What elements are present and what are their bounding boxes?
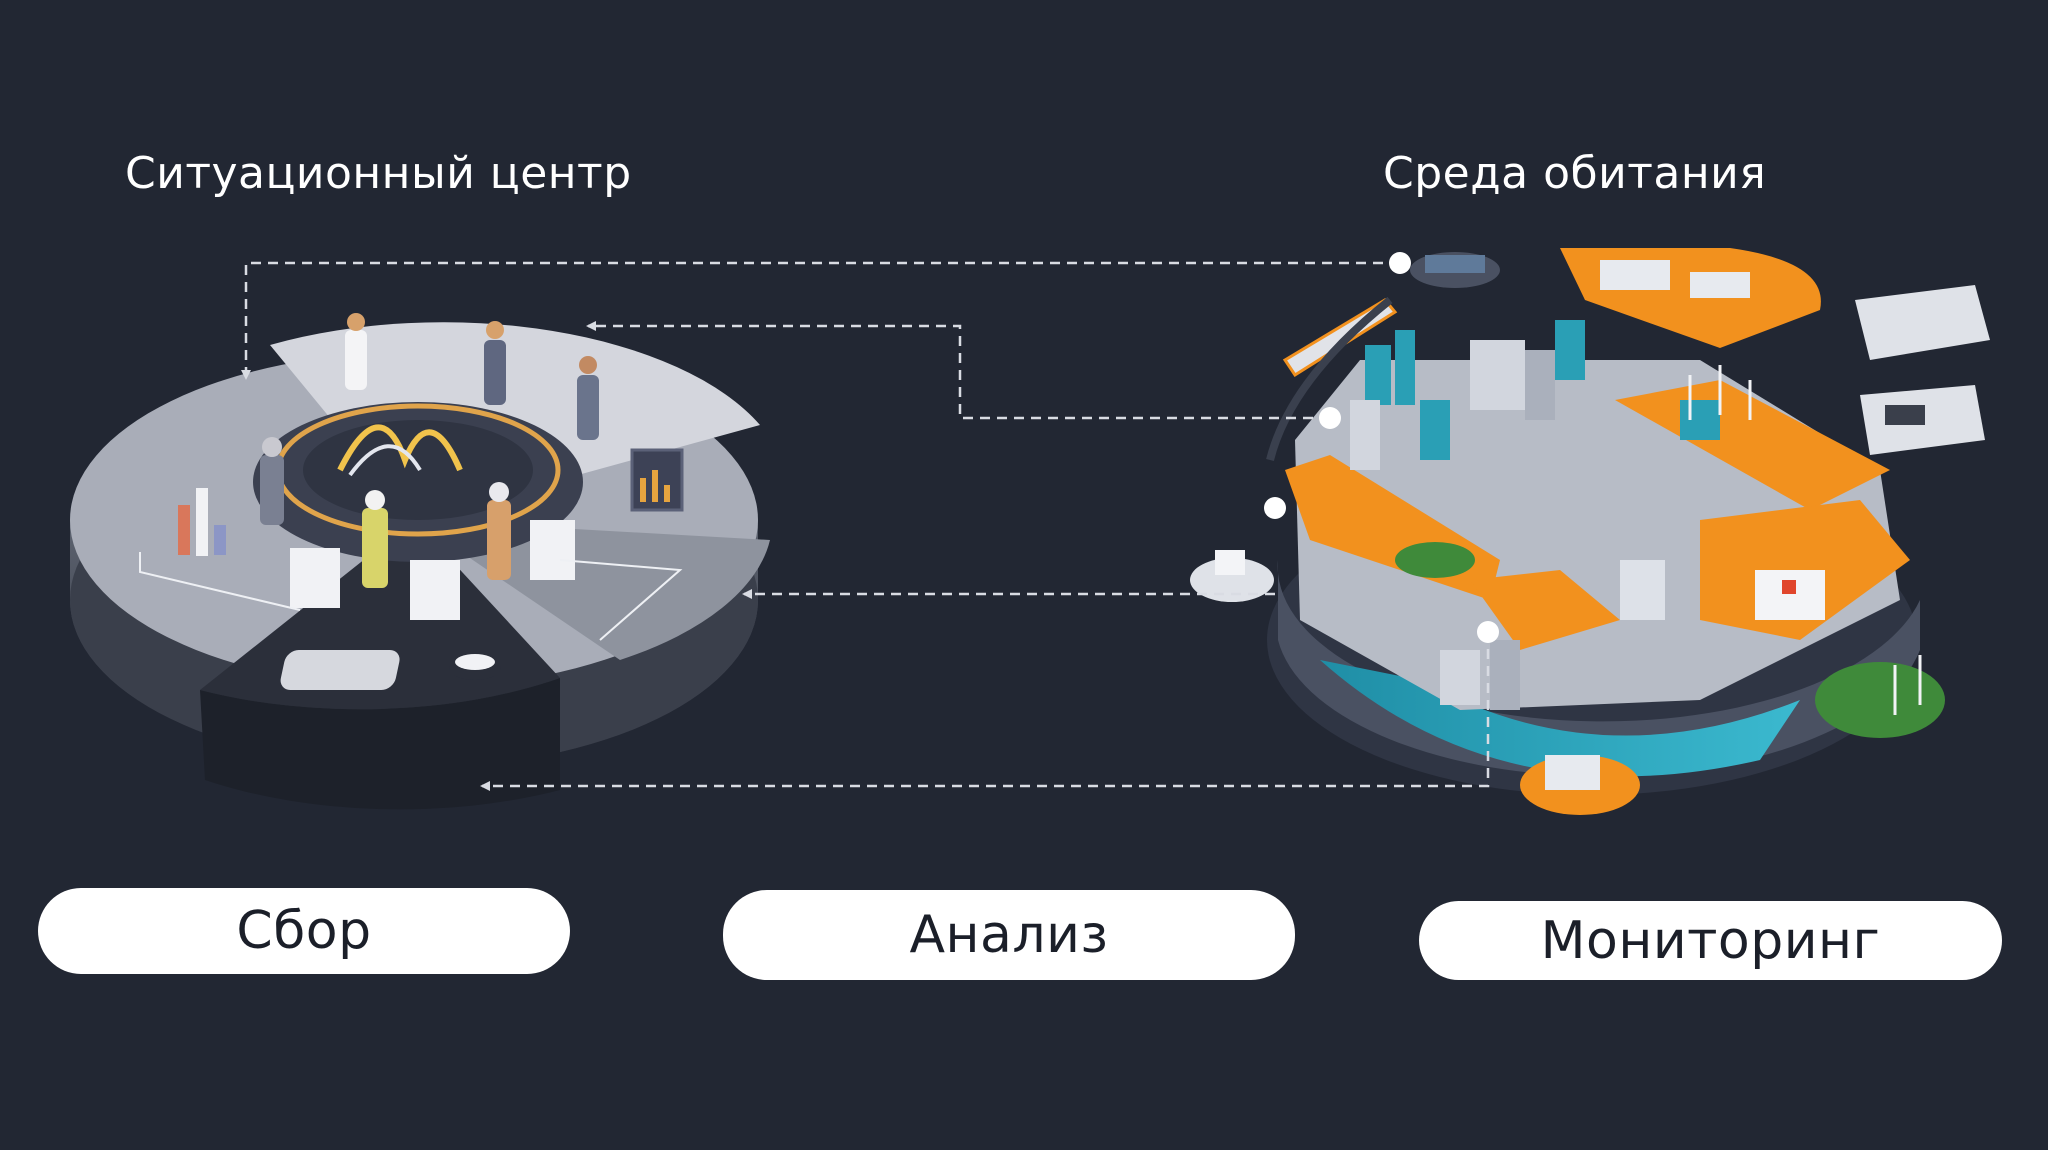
dashed-arrows: [241, 261, 1490, 791]
arrow-top: [241, 261, 1400, 380]
habitat-title: Среда обитания: [1383, 148, 1767, 199]
situation-center-title: Ситуационный центр: [125, 148, 632, 199]
stage-monitoring-button[interactable]: Мониторинг: [1419, 901, 2002, 980]
arrow-bottom: [480, 632, 1490, 791]
stage-collect-button[interactable]: Сбор: [38, 888, 570, 974]
city-habitat-illustration: [1190, 248, 1990, 815]
arrow-mid: [586, 321, 1330, 420]
connector-dots: [1264, 252, 1499, 643]
situation-center-illustration: [70, 313, 770, 810]
stage-analysis-button[interactable]: Анализ: [723, 890, 1295, 980]
